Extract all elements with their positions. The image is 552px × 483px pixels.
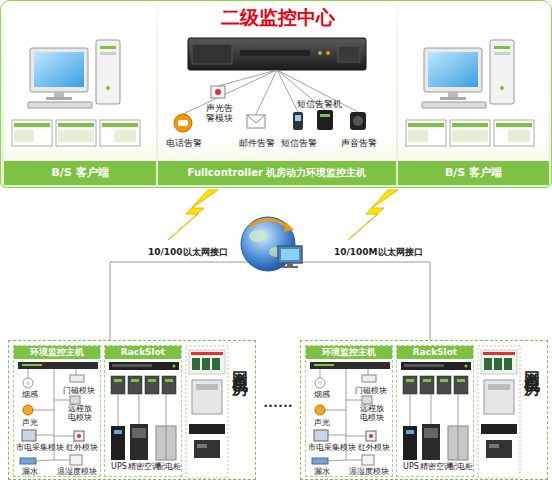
equipment-caption: 配电柜 bbox=[447, 462, 475, 471]
equipment-caption: 门磁模块 bbox=[350, 386, 392, 395]
equipment-caption: 声光 bbox=[310, 418, 334, 427]
equipment-caption: 配电柜 bbox=[155, 462, 183, 471]
interface-label: 10/100M以太网接口 bbox=[334, 247, 438, 257]
equipment-caption: 精密空调 bbox=[419, 462, 453, 471]
site-room-box: 网点机房 环境监控主机烟感 门磁模块声光 远程放电模块市电采集模块红外模块漏水 温湿度模… bbox=[300, 340, 548, 480]
center-title: 二级监控中心 bbox=[159, 7, 397, 29]
equipment-caption: 漏水 bbox=[18, 467, 42, 476]
rackslot-panel: RackSlotUPS精密空调配电柜 bbox=[104, 345, 182, 477]
ellipsis-mark: ...... bbox=[258, 396, 298, 411]
panel-caption: Fullcontroller 机房动力环境监控主机 bbox=[158, 161, 396, 185]
equipment-caption: 温湿度模块 bbox=[346, 467, 392, 476]
alarm-caption: 声音告警 bbox=[338, 138, 380, 148]
env-host-panel: 环境监控主机烟感 门磁模块声光 远程放电模块市电采集模块红外模块漏水 温湿度模块 bbox=[13, 345, 101, 477]
alarm-caption: 电话告警 bbox=[163, 138, 205, 148]
env-host-panel: 环境监控主机烟感 门磁模块声光 远程放电模块市电采集模块红外模块漏水 温湿度模块 bbox=[305, 345, 393, 477]
panel-caption: B/S 客户端 bbox=[4, 161, 156, 185]
monitor-center-band: 二级监控中心 B/S 客户端Fullcontroller 机房动力环境监控主机 电话… bbox=[0, 0, 552, 188]
site-room-box: 网点机房 环境监控主机烟感 门磁模块声光 远程放电模块市电采集模块红外模块漏水 温湿度模… bbox=[8, 340, 256, 480]
equipment-caption: 烟感 bbox=[18, 390, 42, 399]
internet-globe bbox=[241, 217, 302, 271]
equipment-caption: 红外模块 bbox=[356, 443, 392, 452]
panel-header: 环境监控主机 bbox=[306, 346, 392, 359]
equipment-caption: 温湿度模块 bbox=[54, 467, 100, 476]
equipment-caption: 市电采集模块 bbox=[307, 443, 357, 452]
equipment-caption: 精密空调 bbox=[127, 462, 161, 471]
host-panel: Fullcontroller 机房动力环境监控主机电话告警声光告警模块邮件告警短… bbox=[158, 3, 396, 185]
equipment-caption: 远程放电模块 bbox=[358, 404, 386, 422]
equipment-caption: 漏水 bbox=[310, 467, 334, 476]
alarm-caption: 声光告警模块 bbox=[204, 103, 234, 124]
equipment-caption: UPS bbox=[107, 462, 131, 471]
equipment-caption: 远程放电模块 bbox=[66, 404, 94, 422]
equipment-caption: 声光 bbox=[18, 418, 42, 427]
panel-caption: B/S 客户端 bbox=[398, 161, 549, 185]
alarm-caption: 邮件告警 bbox=[236, 138, 278, 148]
network-wire bbox=[110, 262, 430, 340]
equipment-caption: 门磁模块 bbox=[58, 386, 100, 395]
rackslot-panel: RackSlotUPS精密空调配电柜 bbox=[396, 345, 474, 477]
client-panel: B/S 客户端 bbox=[398, 3, 549, 185]
lightning-bolt bbox=[168, 190, 398, 240]
site-title: 网点机房 bbox=[523, 359, 541, 367]
site-title: 网点机房 bbox=[231, 359, 249, 367]
client-panel: B/S 客户端 bbox=[4, 3, 156, 185]
panel-header: 环境监控主机 bbox=[14, 346, 100, 359]
panel-header: RackSlot bbox=[397, 346, 473, 359]
interface-label: 10/100以太网接口 bbox=[148, 247, 240, 257]
equipment-caption: UPS bbox=[399, 462, 423, 471]
panel-header: RackSlot bbox=[105, 346, 181, 359]
equipment-caption: 烟感 bbox=[310, 390, 334, 399]
equipment-caption: 市电采集模块 bbox=[15, 443, 65, 452]
alarm-caption: 短信告警机 bbox=[295, 99, 343, 109]
alarm-caption: 短信告警 bbox=[278, 138, 320, 148]
equipment-caption: 红外模块 bbox=[64, 443, 100, 452]
